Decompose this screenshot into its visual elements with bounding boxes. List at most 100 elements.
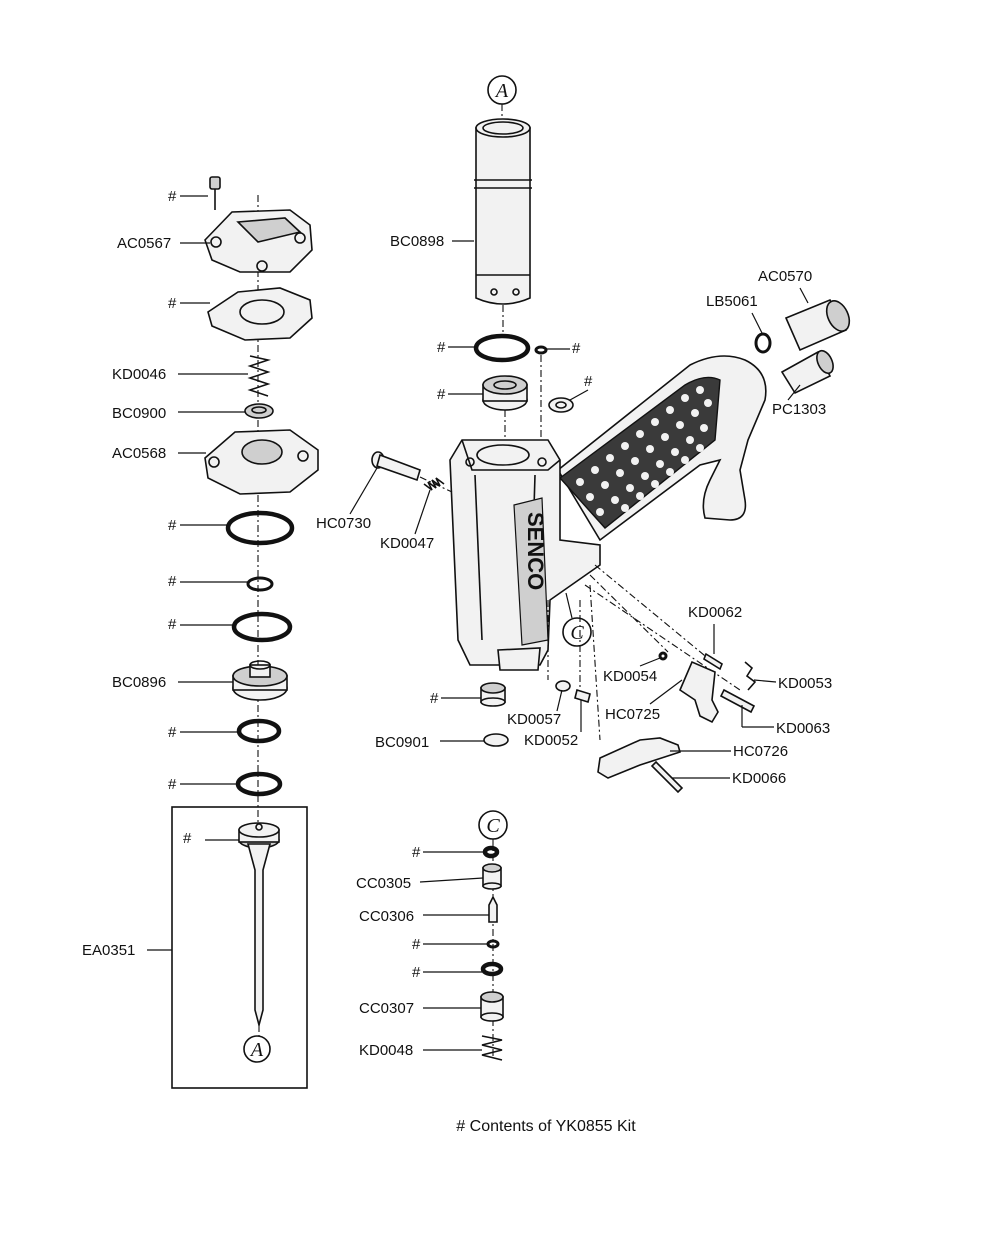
bc0901-assembly (480, 682, 509, 747)
label-cc0306: CC0306 (359, 908, 414, 925)
valve-o-ring-2 (486, 939, 500, 949)
label-ea0351: EA0351 (82, 942, 135, 959)
cc0306-stem (488, 895, 498, 923)
o-ring-small-1 (246, 576, 274, 592)
hash-marker: # (168, 295, 177, 312)
valve-stack: C (478, 810, 508, 1061)
label-bc0901: BC0901 (375, 734, 429, 751)
trigger-assembly (547, 564, 757, 794)
label-lb5061: LB5061 (706, 293, 758, 310)
hash-marker: # (430, 690, 439, 707)
label-kd0057: KD0057 (507, 711, 561, 728)
center-labels: BC0898 # # # # HC0730 KD0047 # KD0057 KD… (316, 233, 593, 1059)
hash-marker: # (412, 936, 421, 953)
driver-blade (238, 822, 280, 1029)
driver-assembly-box (171, 806, 308, 1089)
right-labels: LB5061 AC0570 PC1303 KD0062 KD0054 KD005… (603, 268, 832, 787)
label-kd0052: KD0052 (524, 732, 578, 749)
label-kd0062: KD0062 (688, 604, 742, 621)
label-pc1303: PC1303 (772, 401, 826, 418)
o-ring-large-1 (225, 510, 295, 546)
label-ac0570: AC0570 (758, 268, 812, 285)
o-ring-large-3 (236, 718, 282, 744)
cap-spring (247, 355, 271, 397)
kd0063-pin (719, 688, 756, 714)
label-cc0307: CC0307 (359, 1000, 414, 1017)
hc0725-safety (679, 660, 719, 724)
hash-marker: # (412, 844, 421, 861)
valve-o-ring-3 (480, 961, 504, 977)
callout-c-upper: C (562, 592, 592, 647)
valve-o-ring-1 (482, 845, 500, 859)
label-bc0896: BC0896 (112, 674, 166, 691)
flat-washer (548, 397, 574, 413)
label-kd0063: KD0063 (776, 720, 830, 737)
label-kd0047: KD0047 (380, 535, 434, 552)
nailer-body: SENCO (449, 355, 767, 671)
cap-washer (244, 403, 274, 419)
hash-marker: # (183, 830, 192, 847)
label-bc0900: BC0900 (112, 405, 166, 422)
bc0901-plate (483, 733, 509, 747)
callout-a-bottom: A (243, 1025, 271, 1063)
air-fittings (754, 298, 851, 395)
piston (232, 660, 288, 701)
callout-a-bottom-letter: A (249, 1039, 264, 1061)
hash-marker: # (572, 340, 581, 357)
hash-marker: # (412, 964, 421, 981)
label-kd0054: KD0054 (603, 668, 657, 685)
nose (497, 647, 541, 671)
o-ring-large-4 (235, 771, 283, 797)
hash-marker: # (168, 517, 177, 534)
label-bc0898: BC0898 (390, 233, 444, 250)
callout-c-upper-letter: C (570, 622, 584, 644)
bumper (480, 682, 506, 707)
cap-gasket (207, 287, 313, 341)
cc0305-valve (482, 863, 502, 890)
label-ac0568: AC0568 (112, 445, 166, 462)
kd0054-ring (658, 651, 668, 661)
hash-marker: # (437, 386, 446, 403)
sleeve-seal (482, 375, 528, 411)
hash-marker: # (168, 188, 177, 205)
hash-marker: # (168, 776, 177, 793)
hc0726-trigger (597, 737, 681, 779)
kd0057-washer (555, 680, 571, 692)
o-ring-large-2 (231, 611, 293, 643)
cap-screw (209, 176, 221, 210)
sleeve-o-ring (473, 333, 531, 363)
kd0048-spring (481, 1035, 503, 1061)
kd0047-spring (423, 477, 445, 491)
left-labels: # AC0567 # KD0046 BC0900 AC0568 # # # BC… (82, 188, 248, 959)
label-kd0048: KD0048 (359, 1042, 413, 1059)
label-hc0730: HC0730 (316, 515, 371, 532)
label-kd0046: KD0046 (112, 366, 166, 383)
hash-marker: # (168, 573, 177, 590)
cylinder-sleeve-assembly: A (473, 75, 574, 440)
hash-marker: # (437, 339, 446, 356)
label-cc0305: CC0305 (356, 875, 411, 892)
top-cap (204, 209, 313, 273)
label-kd0066: KD0066 (732, 770, 786, 787)
cc0307-valve-body (480, 991, 504, 1022)
label-hc0725: HC0725 (605, 706, 660, 723)
hash-marker: # (168, 724, 177, 741)
label-ac0567: AC0567 (117, 235, 171, 252)
brand-logo-text: SENCO (523, 512, 548, 590)
hash-marker: # (584, 373, 593, 390)
kit-footnote: # Contents of YK0855 Kit (456, 1118, 636, 1135)
cylinder-sleeve (474, 118, 532, 305)
callout-a-top-letter: A (494, 80, 509, 102)
small-o-ring (534, 345, 548, 355)
kd0062-pin (703, 652, 723, 671)
cylinder-cap (204, 429, 319, 495)
grip-texture-dots (576, 386, 712, 516)
label-hc0726: HC0726 (733, 743, 788, 760)
kd0052-screw (574, 688, 591, 704)
callout-c-lower-letter: C (486, 815, 500, 837)
hash-marker: # (168, 616, 177, 633)
grip-texture (558, 376, 721, 529)
hc0730-pin (371, 451, 453, 493)
kd0053-clip (744, 661, 757, 691)
